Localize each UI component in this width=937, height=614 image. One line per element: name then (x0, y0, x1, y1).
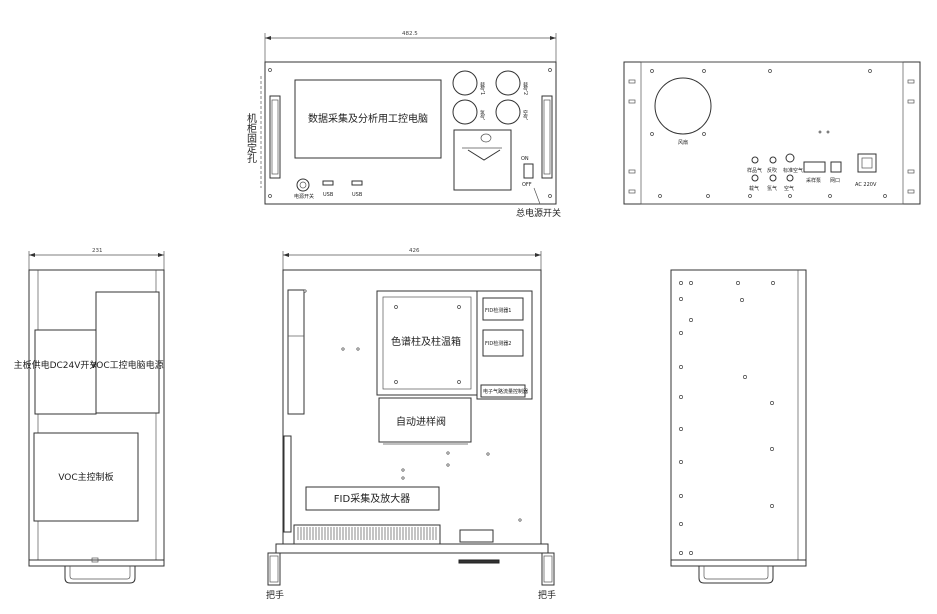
screw-hole (679, 494, 683, 498)
rear-view: 风扇 样品气 反吹 标准空气 载气 氢气 空气 采样泵 网口 AC 220V (623, 61, 921, 205)
top-left-handle (267, 552, 281, 586)
auto-sampling-valve (378, 397, 472, 443)
pc-power-supply-label: VOC工控电脑电源 (90, 359, 163, 371)
electronic-flow-controller-label: 电子气路流量控制器 (483, 388, 528, 395)
screw-hole (679, 427, 683, 431)
front-view: 482.5 机柜固定孔 数据采集及分析用工控电脑 载气1 载气2 氢气 空气 O… (245, 31, 562, 219)
bottom-housing (670, 269, 807, 566)
left-rack-handle (269, 95, 281, 179)
right-handle-label: 把手 (538, 589, 556, 601)
sampling-pump-label: 采样泵 (806, 177, 821, 184)
gauge-hydrogen (452, 99, 478, 125)
usb-label-1: USB (323, 192, 334, 198)
ac-power-label: AC 220V (855, 182, 877, 188)
network-port (830, 161, 842, 173)
screw-hole (689, 281, 693, 285)
top-width-dimension: 426 (409, 248, 420, 254)
front-width-dimension: 482.5 (402, 31, 418, 37)
column-oven (376, 290, 478, 396)
fid-detector-1-label: FID检测器1 (485, 307, 511, 314)
board-power-supply (34, 329, 97, 415)
screw-hole (740, 298, 744, 302)
screw-hole (770, 447, 774, 451)
electronic-flow-controller (480, 384, 526, 398)
screw-hole (770, 401, 774, 405)
pc-power-supply (95, 291, 160, 414)
power-button (296, 178, 310, 192)
gauge-label-carrier-1: 载气1 (479, 81, 485, 95)
usb-port-1 (322, 180, 334, 186)
screw-hole (679, 365, 683, 369)
top-right-handle (541, 552, 555, 586)
right-rack-handle (541, 95, 553, 179)
screw-hole (679, 460, 683, 464)
port-label-air: 空气 (784, 185, 794, 192)
bottom-handle (698, 566, 774, 584)
sampling-pump-connector (803, 161, 826, 173)
board-power-supply-label: 主板供电DC24V开关电源 (14, 359, 117, 371)
rack-mount-hole-label: 机柜固定孔 (245, 112, 257, 164)
screw-hole (679, 551, 683, 555)
screw-hole (743, 375, 747, 379)
screw-hole (770, 504, 774, 508)
usb-port-2 (351, 180, 363, 186)
gauge-carrier-gas-2 (495, 70, 521, 96)
fid-detector-2-label: FID检测器2 (485, 340, 511, 347)
gauge-label-hydrogen: 氢气 (479, 109, 485, 120)
usb-label-2: USB (352, 192, 363, 198)
screw-hole (736, 281, 740, 285)
left-handle-label: 把手 (266, 589, 284, 601)
fan-label: 风扇 (678, 139, 688, 146)
switch-off-label: OFF (522, 182, 532, 188)
side-width-dimension: 231 (92, 248, 103, 254)
voc-main-control-board-label: VOC主控制板 (58, 471, 113, 483)
side-handle (64, 566, 136, 584)
injection-door (453, 129, 512, 191)
switch-on-label: ON (521, 156, 529, 162)
industrial-pc-screen-label: 数据采集及分析用工控电脑 (308, 112, 428, 125)
gauge-label-air: 空气 (522, 109, 528, 120)
main-power-switch-label: 总电源开关 (516, 207, 561, 219)
side-view: 231 主板供电DC24V开关电源 VOC工控电脑电源 VOC主控制板 (14, 248, 165, 584)
network-port-label: 网口 (830, 178, 840, 184)
board-power-line: 主板供电DC24V开关电源 (14, 359, 117, 371)
screw-hole (679, 522, 683, 526)
cooling-fan (654, 77, 712, 135)
ac-power-inlet (857, 153, 877, 173)
gauge-carrier-gas-1 (452, 70, 478, 96)
industrial-pc-screen (294, 79, 442, 159)
screw-hole (679, 297, 683, 301)
fid-amplifier-label: FID采集及放大器 (334, 492, 410, 505)
gauge-label-carrier-2: 载气2 (522, 81, 528, 95)
power-button-label: 电源开关 (294, 193, 314, 200)
screw-hole (771, 281, 775, 285)
bottom-view (670, 269, 807, 584)
screw-hole (689, 551, 693, 555)
fid-detector-1 (482, 297, 524, 321)
port-label-hydrogen: 氢气 (767, 185, 777, 192)
port-label-carrier: 载气 (749, 185, 759, 192)
port-label-sample: 样品气 (747, 167, 762, 174)
port-label-backflush: 反吹 (767, 167, 777, 174)
screw-hole (679, 281, 683, 285)
voc-main-control-board (33, 432, 139, 522)
column-oven-label: 色谱柱及柱温箱 (391, 335, 461, 348)
screw-hole (679, 395, 683, 399)
auto-sampling-valve-label: 自动进样阀 (396, 415, 446, 428)
main-power-switch (523, 163, 534, 179)
top-view: 426 色谱柱及柱温箱 FID检测器1 FID检测器2 电子气路流量控制器 自动… (266, 248, 556, 601)
port-label-std-air: 标准空气 (783, 167, 803, 174)
fid-amplifier (305, 486, 440, 511)
fid-detector-2 (482, 329, 524, 357)
screw-hole (689, 318, 693, 322)
gauge-air (495, 99, 521, 125)
screw-hole (679, 331, 683, 335)
